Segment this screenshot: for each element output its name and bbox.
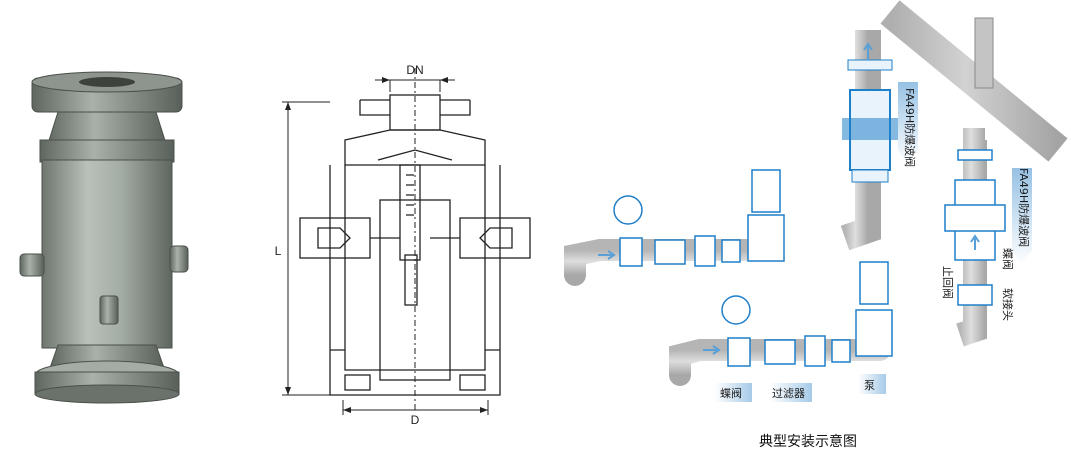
flow-arrow-icon bbox=[863, 42, 873, 60]
product-photo bbox=[19, 71, 189, 404]
label-soft-joint: 软接头 bbox=[1001, 288, 1015, 321]
schematic-caption: 典型安装示意图 bbox=[759, 433, 857, 450]
label-arrow-pump bbox=[858, 374, 886, 394]
upper-valve-group bbox=[613, 195, 741, 267]
label-arrow-top bbox=[898, 82, 918, 165]
label-arrow-right bbox=[1012, 168, 1032, 265]
flow-arrow-icon bbox=[598, 250, 616, 260]
l-dimension-label: L bbox=[275, 244, 282, 258]
pump-upper bbox=[747, 169, 785, 262]
label-arrow-filter bbox=[770, 383, 812, 402]
label-filter: 过滤器 bbox=[772, 387, 805, 400]
d-dimension-label: D bbox=[411, 413, 420, 427]
label-fa49h-top: FA49H防爆波阀 bbox=[903, 88, 917, 167]
flow-arrow-icon bbox=[703, 345, 721, 355]
label-pump: 泵 bbox=[864, 379, 875, 392]
dn-dimension-label: DN bbox=[406, 63, 423, 77]
label-check-valve: 止回阀 bbox=[941, 266, 955, 299]
section-drawing bbox=[282, 68, 531, 415]
flow-arrow-icon bbox=[970, 234, 980, 250]
label-arrow-butterfly bbox=[715, 383, 752, 402]
label-butterfly-bottom: 蝶阀 bbox=[720, 386, 742, 400]
label-butterfly-right: 蝶阀 bbox=[1001, 248, 1015, 270]
installation-schematic bbox=[564, 0, 1068, 402]
label-fa49h-right: FA49H防爆波阀 bbox=[1017, 168, 1031, 247]
fa49h-valve-top bbox=[842, 59, 898, 183]
lower-valve-group bbox=[721, 295, 851, 367]
pump-lower bbox=[855, 261, 893, 357]
